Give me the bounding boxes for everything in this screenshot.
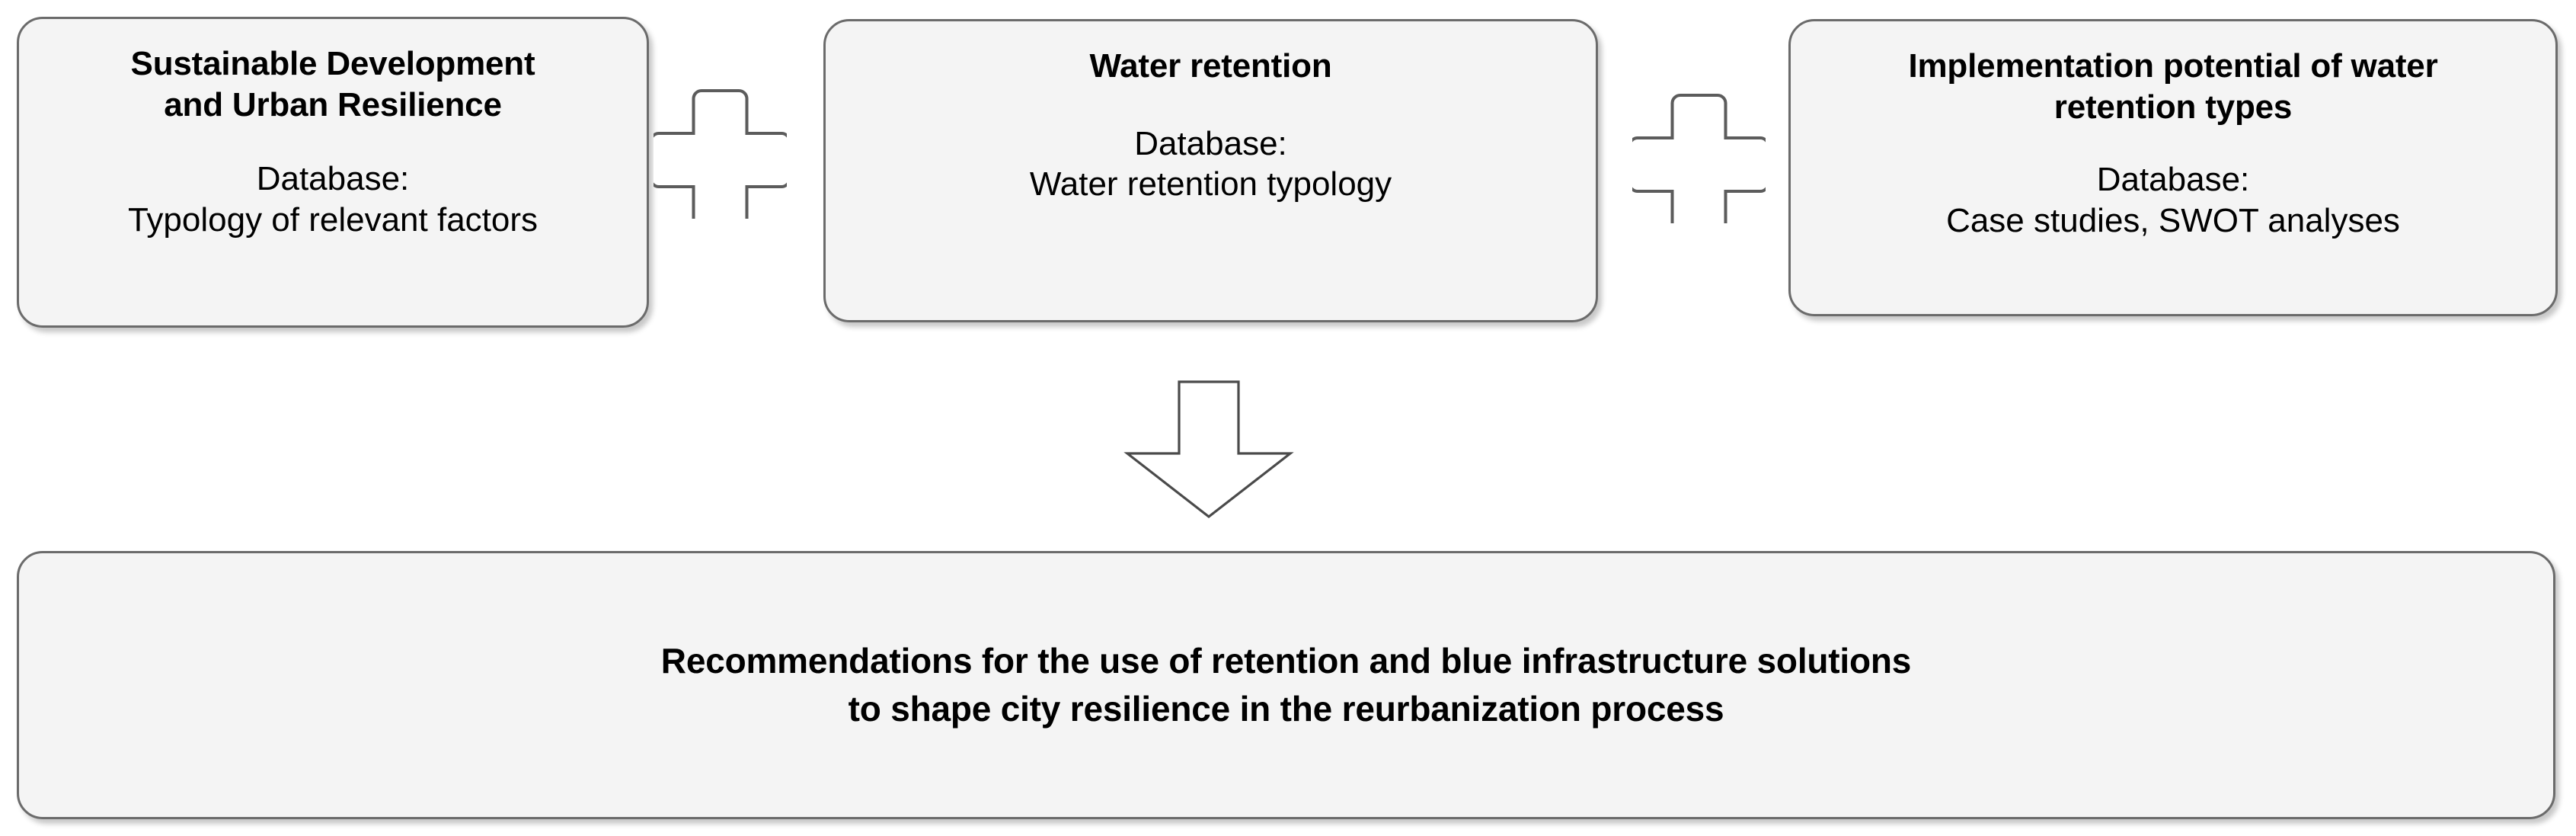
input-box-title: Sustainable Development and Urban Resili… bbox=[130, 45, 535, 123]
plus-icon bbox=[654, 85, 787, 219]
input-box-water-retention: Water retention Database: Water retentio… bbox=[823, 19, 1598, 322]
output-box-recommendations: Recommendations for the use of retention… bbox=[17, 551, 2555, 819]
input-box-implementation-potential: Implementation potential of water retent… bbox=[1788, 19, 2558, 316]
input-box-sustainable-development: Sustainable Development and Urban Resili… bbox=[17, 17, 649, 328]
input-box-database-label: Database: Water retention typology bbox=[1029, 124, 1392, 203]
input-box-title: Implementation potential of water retent… bbox=[1908, 47, 2438, 126]
input-box-database-label: Database: Case studies, SWOT analyses bbox=[1946, 161, 2400, 240]
plus-icon bbox=[1632, 90, 1766, 223]
input-box-database-label: Database: Typology of relevant factors bbox=[127, 160, 539, 239]
output-box-title: Recommendations for the use of retention… bbox=[660, 641, 1912, 729]
input-box-title: Water retention bbox=[1089, 47, 1332, 85]
arrow-down-icon bbox=[1121, 379, 1296, 520]
